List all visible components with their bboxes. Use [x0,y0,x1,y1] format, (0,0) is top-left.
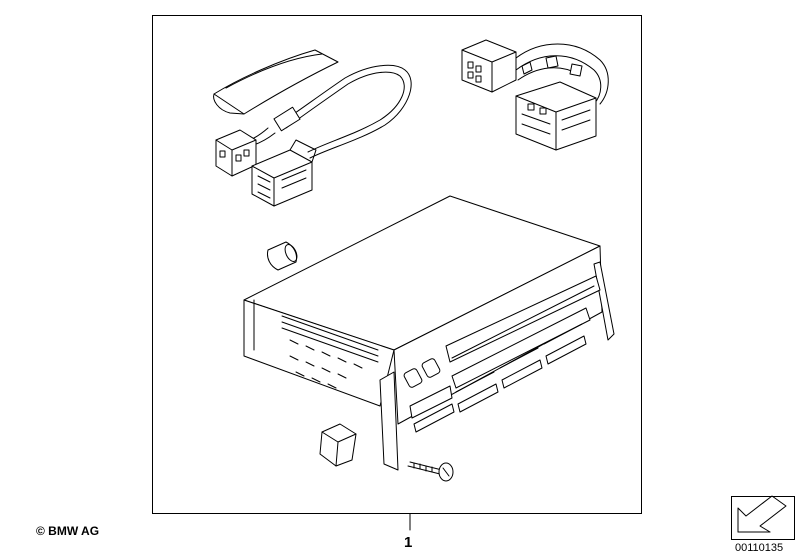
connector-right [251,139,317,207]
reference-view-box [731,496,795,540]
guide-pin [267,241,298,271]
mounting-clip [319,423,357,467]
copyright-text: © BMW AG [36,524,100,538]
insulating-sleeve [213,49,339,115]
wiring-harness [461,39,609,151]
arrow-icon [737,495,787,533]
connector-left [215,129,257,177]
mounting-screw [407,461,454,482]
radio-unit [243,195,615,471]
reference-code: 00110135 [735,542,784,554]
diagram-frame [152,15,642,514]
part-number-label: 1 [404,534,413,551]
